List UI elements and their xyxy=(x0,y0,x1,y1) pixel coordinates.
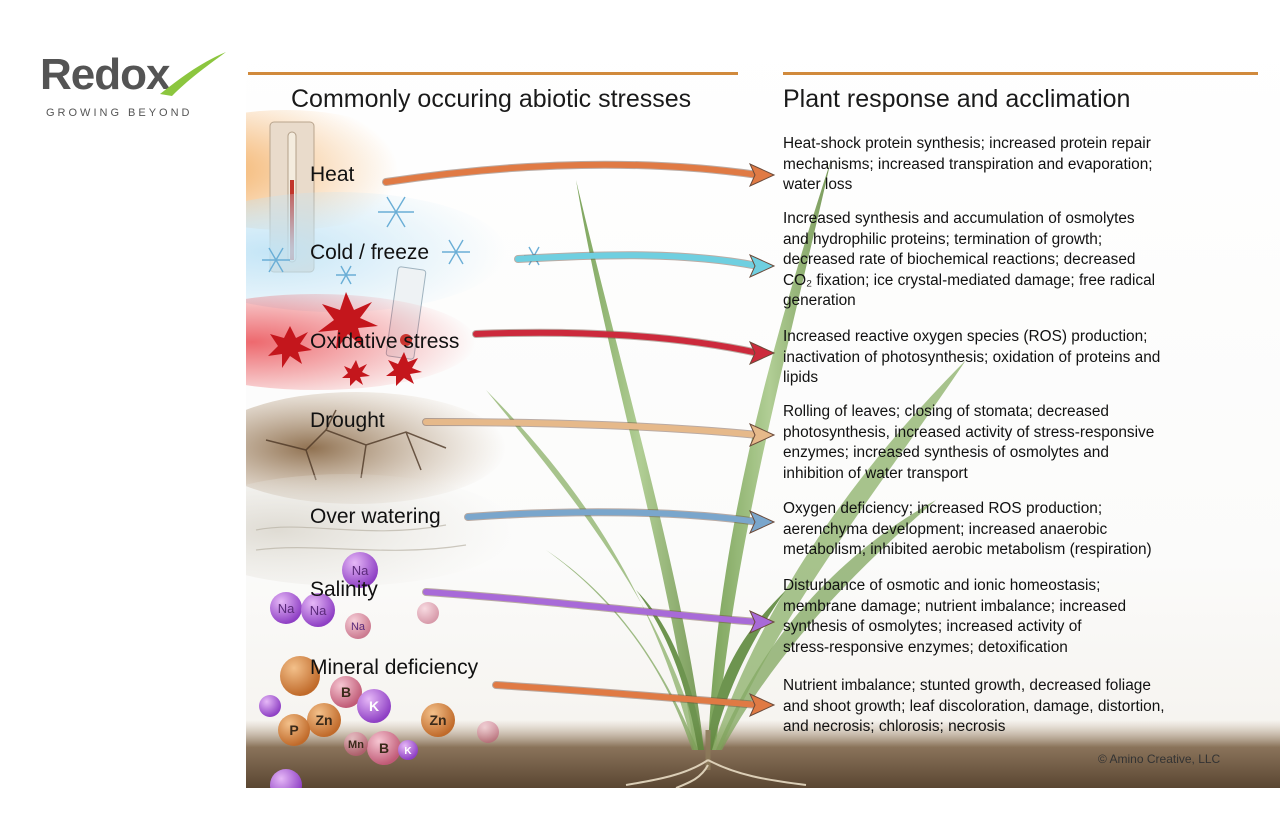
arrow-shaft xyxy=(493,682,761,708)
stress-label-heat: Heat xyxy=(310,163,355,186)
bottom-margin xyxy=(0,788,1280,818)
stress-label-salinity: Salinity xyxy=(310,578,378,601)
response-mineral: Nutrient imbalance; stunted growth, decr… xyxy=(783,677,1165,735)
arrow-head xyxy=(748,609,776,635)
arrow-head xyxy=(748,509,776,535)
cold-glow xyxy=(246,192,506,312)
arrow-head xyxy=(748,692,776,718)
mineral-ion-labels: B K P Zn Zn Mn B K xyxy=(289,684,446,757)
redox-logo: Redox GROWING BEYOND xyxy=(40,50,230,130)
heading-stresses: Commonly occuring abiotic stresses xyxy=(291,85,692,113)
stress-label-drought: Drought xyxy=(310,409,385,432)
ion-label: B xyxy=(379,740,389,756)
arrow-drought xyxy=(422,418,776,448)
arrow-shaft xyxy=(423,419,761,438)
ion-label: B xyxy=(341,684,351,700)
stress-label-cold: Cold / freeze xyxy=(310,241,430,264)
plant-illustration xyxy=(486,160,966,788)
logo-wordmark: Redox xyxy=(40,50,170,99)
response-cold: Increased synthesis and accumulation of … xyxy=(783,210,1156,309)
diagram-panel: Na Na Na Na B K P Zn Zn Mn B xyxy=(246,30,1280,788)
arrow-head xyxy=(748,253,776,279)
arrow-cold xyxy=(514,251,776,279)
response-heat: Heat-shock protein synthesis; increased … xyxy=(783,135,1153,193)
diagram-artwork: Na Na Na Na B K P Zn Zn Mn B xyxy=(246,110,1280,788)
arrow-shaft xyxy=(465,509,761,525)
response-overwatering: Oxygen deficiency; increased ROS product… xyxy=(783,500,1152,558)
heading-responses: Plant response and acclimation xyxy=(783,85,1131,113)
water-icon xyxy=(246,474,516,586)
arrow-layer xyxy=(382,160,776,718)
ion-label: Zn xyxy=(315,712,332,728)
ion-label: Na xyxy=(310,603,327,618)
water-ripples xyxy=(255,524,467,551)
starburst-icon xyxy=(268,292,422,386)
stress-label-mineral: Mineral deficiency xyxy=(310,656,479,679)
ion-label: K xyxy=(404,746,412,757)
top-margin xyxy=(0,0,1280,30)
arrow-salinity xyxy=(422,588,776,635)
logo-tagline: GROWING BEYOND xyxy=(46,107,193,119)
sodium-ion-labels: Na Na Na Na xyxy=(278,563,369,633)
ion-label: P xyxy=(289,722,298,738)
ion-label: Na xyxy=(351,621,366,633)
arrow-shaft xyxy=(383,161,761,185)
response-drought: Rolling of leaves; closing of stomata; d… xyxy=(783,403,1155,482)
ion-label: Na xyxy=(352,563,369,578)
ion-label: Na xyxy=(278,601,295,616)
arrow-oxidative xyxy=(472,328,776,366)
response-oxidative: Increased reactive oxygen species (ROS) … xyxy=(783,328,1161,386)
soil-cracks xyxy=(265,409,447,481)
arrow-head xyxy=(748,422,776,448)
ion-label: K xyxy=(369,698,379,714)
arrow-heat xyxy=(382,160,776,188)
ion-label: Zn xyxy=(429,712,446,728)
arrow-mineral xyxy=(492,681,776,718)
heading-rule-right xyxy=(783,72,1258,75)
mineral-ion-icon xyxy=(259,656,499,788)
arrow-shaft xyxy=(423,589,761,625)
stress-label-overwatering: Over watering xyxy=(310,505,441,528)
heading-rule-left xyxy=(248,72,738,75)
ion-label: Mn xyxy=(348,739,364,751)
arrow-shaft xyxy=(515,252,761,269)
copyright-notice: © Amino Creative, LLC xyxy=(1098,752,1221,766)
arrow-head xyxy=(748,162,776,188)
sodium-ion-icon xyxy=(270,552,439,639)
ground-soil xyxy=(246,720,1280,788)
arrow-overwatering xyxy=(464,508,776,535)
response-salinity: Disturbance of osmotic and ionic homeost… xyxy=(783,577,1127,656)
arrow-shaft xyxy=(473,329,761,356)
logo-swoosh-icon xyxy=(160,52,226,96)
stress-label-oxidative: Oxidative stress xyxy=(310,330,460,353)
arrow-head xyxy=(748,340,776,366)
